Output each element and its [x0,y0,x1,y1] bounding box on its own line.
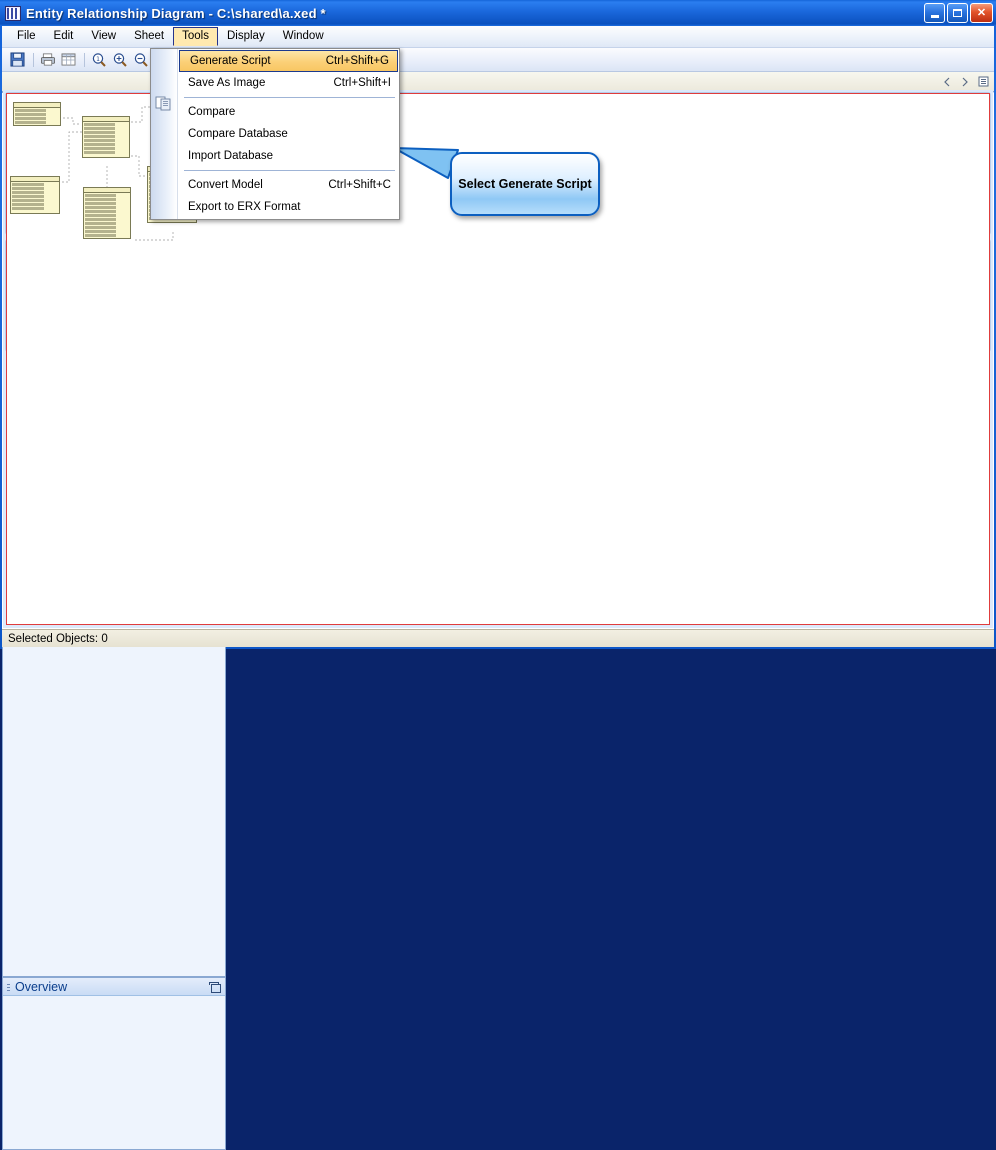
overview-entity [13,102,61,126]
erd-app-icon [5,5,21,21]
overview-title: Overview [15,979,68,994]
menu-sheet[interactable]: Sheet [134,30,165,42]
menu-bar: File Edit View Sheet Tools Display Windo… [2,26,994,48]
menu-file[interactable]: File [17,30,36,42]
overview-header: Overview [3,978,225,996]
menu-item-export-to-erx-format[interactable]: Export to ERX Format [178,196,399,218]
zoom-out-icon[interactable] [131,51,150,69]
tools-dropdown-menu[interactable]: Generate Script Ctrl+Shift+G Save As Ima… [150,48,400,220]
prev-sheet-icon[interactable] [940,75,954,89]
menu-item-label: Convert Model [188,179,263,191]
compare-icon [155,95,172,111]
zoom-actual-size-icon[interactable]: 1 [89,51,108,69]
save-icon[interactable] [8,51,27,69]
status-text: Selected Objects: 0 [8,632,108,645]
minimize-button[interactable] [924,3,945,23]
menu-item-shortcut: Ctrl+Shift+G [325,55,389,67]
close-button[interactable]: ✕ [970,3,993,23]
maximize-button[interactable] [947,3,968,23]
window-title: Entity Relationship Diagram - C:\shared\… [26,5,326,21]
toolbar-separator [84,52,85,67]
callout-text: Select Generate Script [458,177,592,191]
menu-tools[interactable]: Tools [173,27,218,46]
overview-entity [83,187,131,239]
title-bar: Entity Relationship Diagram - C:\shared\… [0,0,996,26]
menu-item-generate-script[interactable]: Generate Script Ctrl+Shift+G [179,50,398,72]
menu-items-list: Generate Script Ctrl+Shift+G Save As Ima… [178,49,399,219]
work-area: Model - Tables + jForum_categories + jFo… [2,48,994,1150]
svg-text:1: 1 [96,56,100,63]
menu-separator [184,97,395,98]
menu-window[interactable]: Window [282,30,324,42]
menu-item-label: Compare [188,106,236,118]
next-sheet-icon[interactable] [958,75,972,89]
menu-item-import-database[interactable]: Import Database [178,145,399,167]
menu-item-shortcut: Ctrl+Shift+I [333,77,391,89]
menu-item-label: Generate Script [190,55,271,67]
callout-tooltip: Select Generate Script [450,152,600,216]
menu-item-convert-model[interactable]: Convert Model Ctrl+Shift+C [178,174,399,196]
menu-item-label: Save As Image [188,77,266,89]
menu-item-label: Export to ERX Format [188,201,301,213]
overview-entity [82,116,130,158]
window-controls: ✕ [924,3,993,23]
menu-gutter [151,49,178,219]
overview-entity [10,176,60,214]
restore-panel-icon[interactable] [209,981,221,993]
menu-display[interactable]: Display [227,30,265,42]
toolbar-separator [33,52,34,67]
menu-separator [184,170,395,171]
status-bar: Selected Objects: 0 [2,629,994,647]
sheet-list-icon[interactable] [976,75,990,89]
menu-view[interactable]: View [91,30,117,42]
zoom-in-icon[interactable] [110,51,129,69]
overview-connectors [61,106,174,241]
grid-icon[interactable] [59,51,78,69]
palette-panel: Palette - Entities Table View [2,90,993,977]
menu-item-compare-database[interactable]: Compare Database [178,123,399,145]
print-icon[interactable] [38,51,57,69]
menu-item-compare[interactable]: Compare [178,101,399,123]
drag-grip-icon[interactable] [7,982,10,991]
overview-panel: Overview [2,93,990,1150]
menu-item-save-as-image[interactable]: Save As Image Ctrl+Shift+I [178,72,399,94]
menu-item-shortcut: Ctrl+Shift+C [328,179,391,191]
menu-item-label: Import Database [188,150,274,162]
menu-item-label: Compare Database [188,128,288,140]
menu-edit[interactable]: Edit [53,30,74,42]
